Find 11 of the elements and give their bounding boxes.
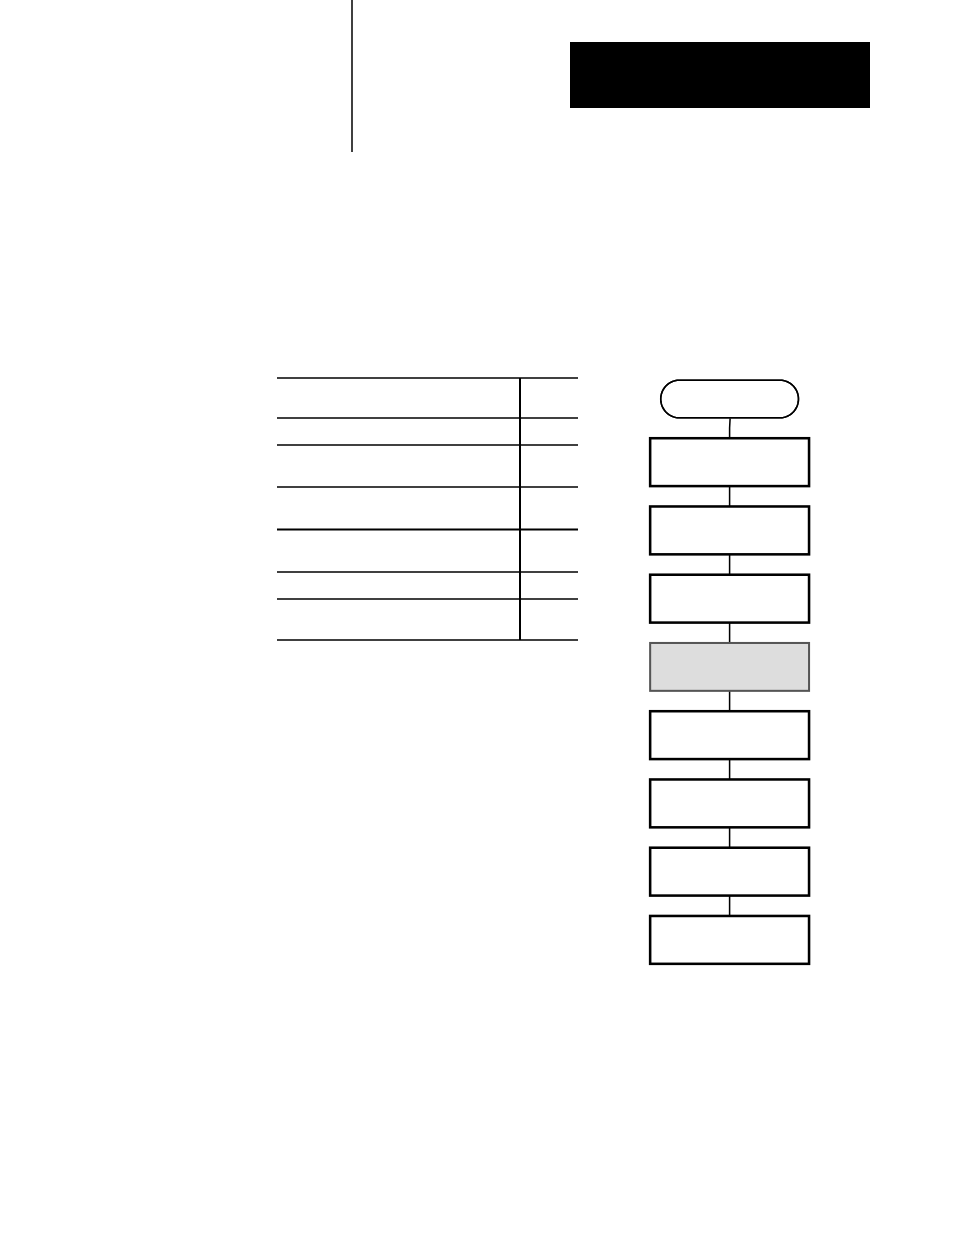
process-box [649, 778, 811, 829]
process-box [649, 641, 811, 692]
connector-line [729, 690, 731, 712]
connector-line [729, 417, 732, 439]
process-box [649, 846, 811, 897]
process-box [649, 709, 811, 761]
process-box [649, 573, 811, 624]
process-box [649, 914, 811, 966]
process-box [649, 505, 811, 556]
process-box [649, 436, 811, 488]
terminal-oval [660, 379, 800, 419]
